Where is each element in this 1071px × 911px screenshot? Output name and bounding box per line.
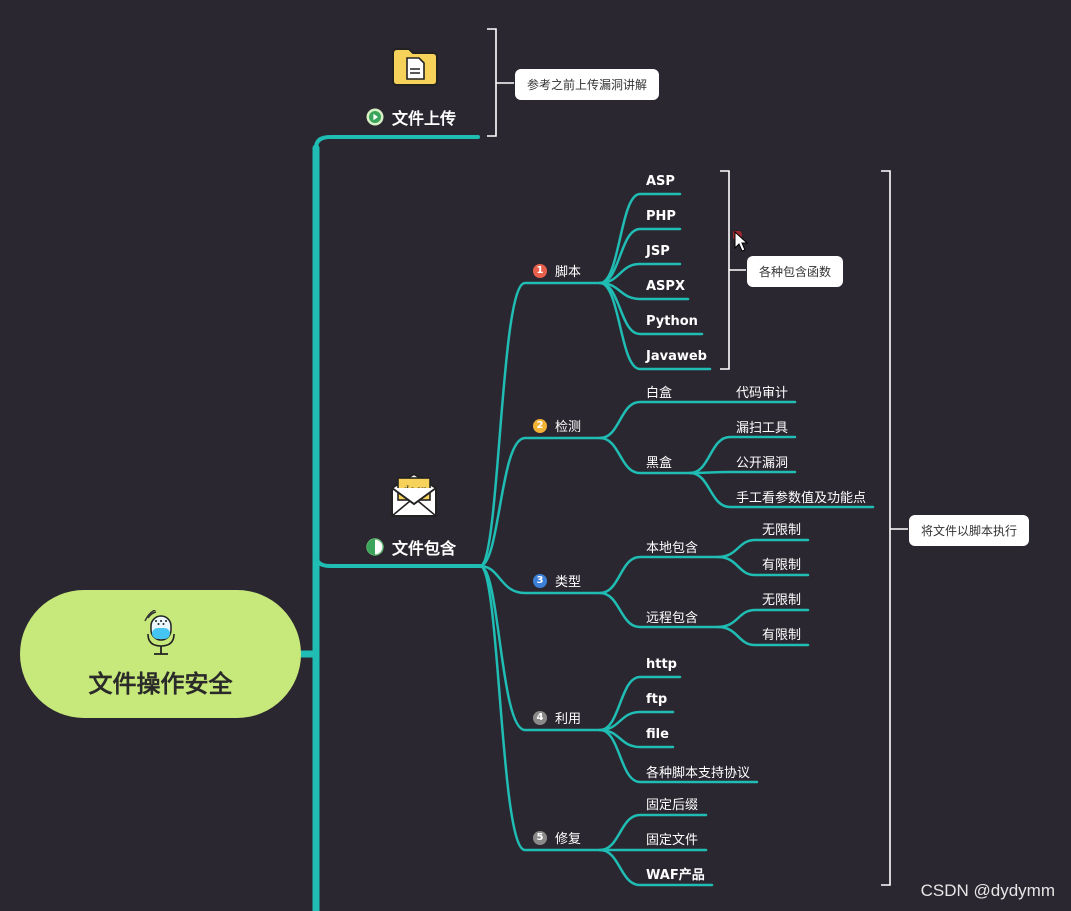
folder-document-icon — [391, 45, 439, 91]
leaf-fixed-suffix[interactable]: 固定后缀 — [646, 798, 699, 813]
leaf-waf[interactable]: WAF产品 — [646, 868, 705, 883]
leaf-aspx[interactable]: ASPX — [646, 279, 685, 294]
topic-exploit[interactable]: 4 利用 — [533, 708, 581, 727]
topic-label: 修复 — [555, 832, 582, 847]
leaf-php[interactable]: PHP — [646, 209, 676, 224]
leaf-unrestricted[interactable]: 无限制 — [762, 593, 802, 608]
leaf-blackbox[interactable]: 黑盒 — [646, 456, 673, 471]
root-title: 文件操作安全 — [88, 669, 233, 698]
topic-type[interactable]: 3 类型 — [533, 571, 581, 590]
branch-include-title: 文件包含 — [392, 539, 457, 558]
topic-label: 类型 — [555, 575, 582, 590]
leaf-javaweb[interactable]: Javaweb — [646, 349, 707, 364]
topic-label: 脚本 — [555, 265, 582, 280]
branch-upload-title: 文件上传 — [392, 109, 457, 128]
topic-label: 检测 — [555, 420, 582, 435]
envelope-dear-icon: dear — [390, 472, 438, 522]
leaf-python[interactable]: Python — [646, 314, 698, 329]
leaf-jsp[interactable]: JSP — [646, 244, 670, 259]
topic-number-badge: 1 — [533, 263, 547, 278]
play-circle-icon — [366, 108, 384, 126]
leaf-code-audit[interactable]: 代码审计 — [736, 386, 789, 401]
leaf-remote-include[interactable]: 远程包含 — [646, 611, 699, 626]
include-bracket — [881, 170, 891, 886]
watermark: CSDN @dydymm — [920, 881, 1055, 900]
leaf-fixed-file[interactable]: 固定文件 — [646, 833, 699, 848]
leaf-http[interactable]: http — [646, 657, 677, 672]
microphone-icon — [143, 609, 175, 655]
leaf-public-vuln[interactable]: 公开漏洞 — [736, 456, 789, 471]
topic-script[interactable]: 1 脚本 — [533, 261, 581, 280]
topic-detect[interactable]: 2 检测 — [533, 416, 581, 435]
mouse-cursor-icon — [733, 231, 749, 252]
upload-note: 参考之前上传漏洞讲解 — [515, 69, 660, 100]
leaf-scanner[interactable]: 漏扫工具 — [736, 421, 789, 436]
topic-number-badge: 5 — [533, 830, 547, 845]
topic-number-badge: 3 — [533, 573, 547, 588]
topic-number-badge: 4 — [533, 710, 547, 725]
leaf-local-include[interactable]: 本地包含 — [646, 541, 699, 556]
leaf-protocols[interactable]: 各种脚本支持协议 — [646, 766, 751, 781]
include-note: 将文件以脚本执行 — [909, 515, 1030, 546]
leaf-ftp[interactable]: ftp — [646, 692, 668, 707]
leaf-file[interactable]: file — [646, 727, 669, 742]
topic-label: 利用 — [555, 712, 582, 727]
upload-bracket — [487, 28, 497, 137]
leaf-unrestricted[interactable]: 无限制 — [762, 523, 802, 538]
root-node[interactable]: 文件操作安全 — [20, 590, 301, 718]
branch-include[interactable]: 文件包含 — [366, 535, 456, 559]
leaf-manual[interactable]: 手工看参数值及功能点 — [736, 491, 867, 506]
leaf-whitebox[interactable]: 白盒 — [646, 386, 673, 401]
leaf-restricted[interactable]: 有限制 — [762, 558, 802, 573]
script-note: 各种包含函数 — [747, 256, 844, 287]
topic-fix[interactable]: 5 修复 — [533, 828, 581, 847]
half-circle-icon — [366, 538, 384, 556]
leaf-asp[interactable]: ASP — [646, 174, 675, 189]
topic-number-badge: 2 — [533, 418, 547, 433]
leaf-restricted[interactable]: 有限制 — [762, 628, 802, 643]
branch-upload[interactable]: 文件上传 — [366, 105, 456, 129]
script-bracket — [720, 170, 730, 370]
